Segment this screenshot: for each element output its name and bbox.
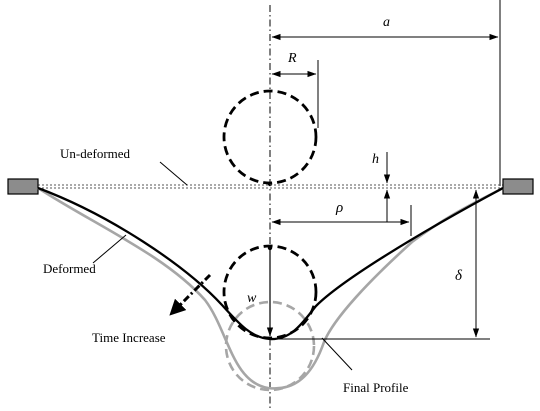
label-w: w: [247, 291, 257, 306]
label-rho: ρ: [335, 200, 343, 216]
label-h: h: [372, 152, 379, 167]
left-clamp: [7, 178, 39, 195]
ball-initial-center: [267, 181, 273, 187]
label-time-increase: Time Increase: [92, 330, 166, 345]
label-a: a: [383, 15, 390, 30]
ball-intermediate-center: [267, 245, 273, 251]
undeformed-leader: [159, 161, 188, 186]
final-profile-leader: [321, 337, 353, 371]
label-undeformed: Un-deformed: [60, 146, 131, 161]
ball-final: [224, 300, 316, 392]
label-final-profile: Final Profile: [343, 380, 409, 395]
deformed-leader: [92, 234, 127, 264]
right-clamp: [502, 178, 534, 195]
label-r: R: [287, 51, 297, 66]
time-increase-arrow: [169, 273, 212, 316]
label-delta: δ: [455, 268, 463, 284]
label-deformed: Deformed: [43, 261, 96, 276]
